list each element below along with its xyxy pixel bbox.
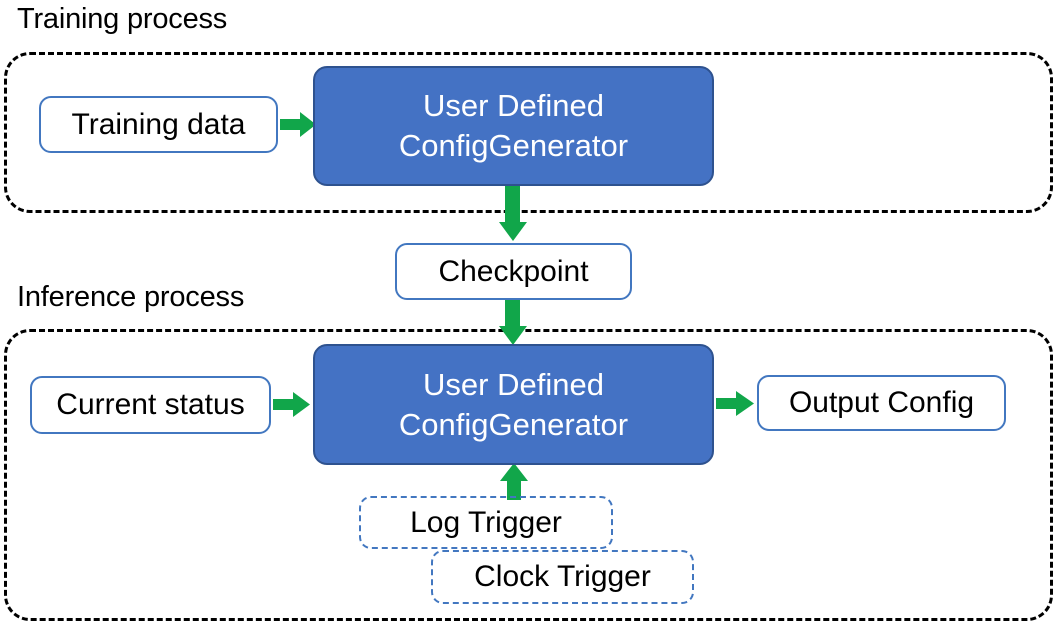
node-output-config-label: Output Config <box>788 386 975 419</box>
node-current-status-label: Current status <box>56 388 245 421</box>
node-clock-trigger-label: Clock Trigger <box>474 560 651 593</box>
node-checkpoint[interactable]: Checkpoint <box>395 243 632 300</box>
node-udcg-inference-label-line1: User Defined <box>423 366 604 402</box>
node-udcg-training-label-line2: ConfigGenerator <box>398 128 629 163</box>
node-log-trigger[interactable]: Log Trigger <box>359 496 613 549</box>
node-udcg-inference-label-line2: ConfigGenerator <box>398 406 629 442</box>
node-user-defined-config-generator-inference[interactable]: User Defined ConfigGenerator <box>313 344 714 465</box>
node-log-trigger-label: Log Trigger <box>410 505 562 539</box>
node-user-defined-config-generator-training[interactable]: User Defined ConfigGenerator <box>313 66 714 186</box>
node-current-status[interactable]: Current status <box>30 376 271 434</box>
node-output-config[interactable]: Output Config <box>757 375 1006 431</box>
node-checkpoint-label: Checkpoint <box>438 254 589 288</box>
node-training-data[interactable]: Training data <box>39 96 278 153</box>
node-clock-trigger[interactable]: Clock Trigger <box>431 550 694 604</box>
training-process-title: Training process <box>17 3 228 35</box>
node-training-data-label: Training data <box>71 107 246 141</box>
inference-process-container <box>4 329 1053 621</box>
inference-process-title: Inference process <box>17 281 245 313</box>
node-udcg-training-label-line1: User Defined <box>423 88 604 123</box>
training-process-container <box>4 52 1053 213</box>
